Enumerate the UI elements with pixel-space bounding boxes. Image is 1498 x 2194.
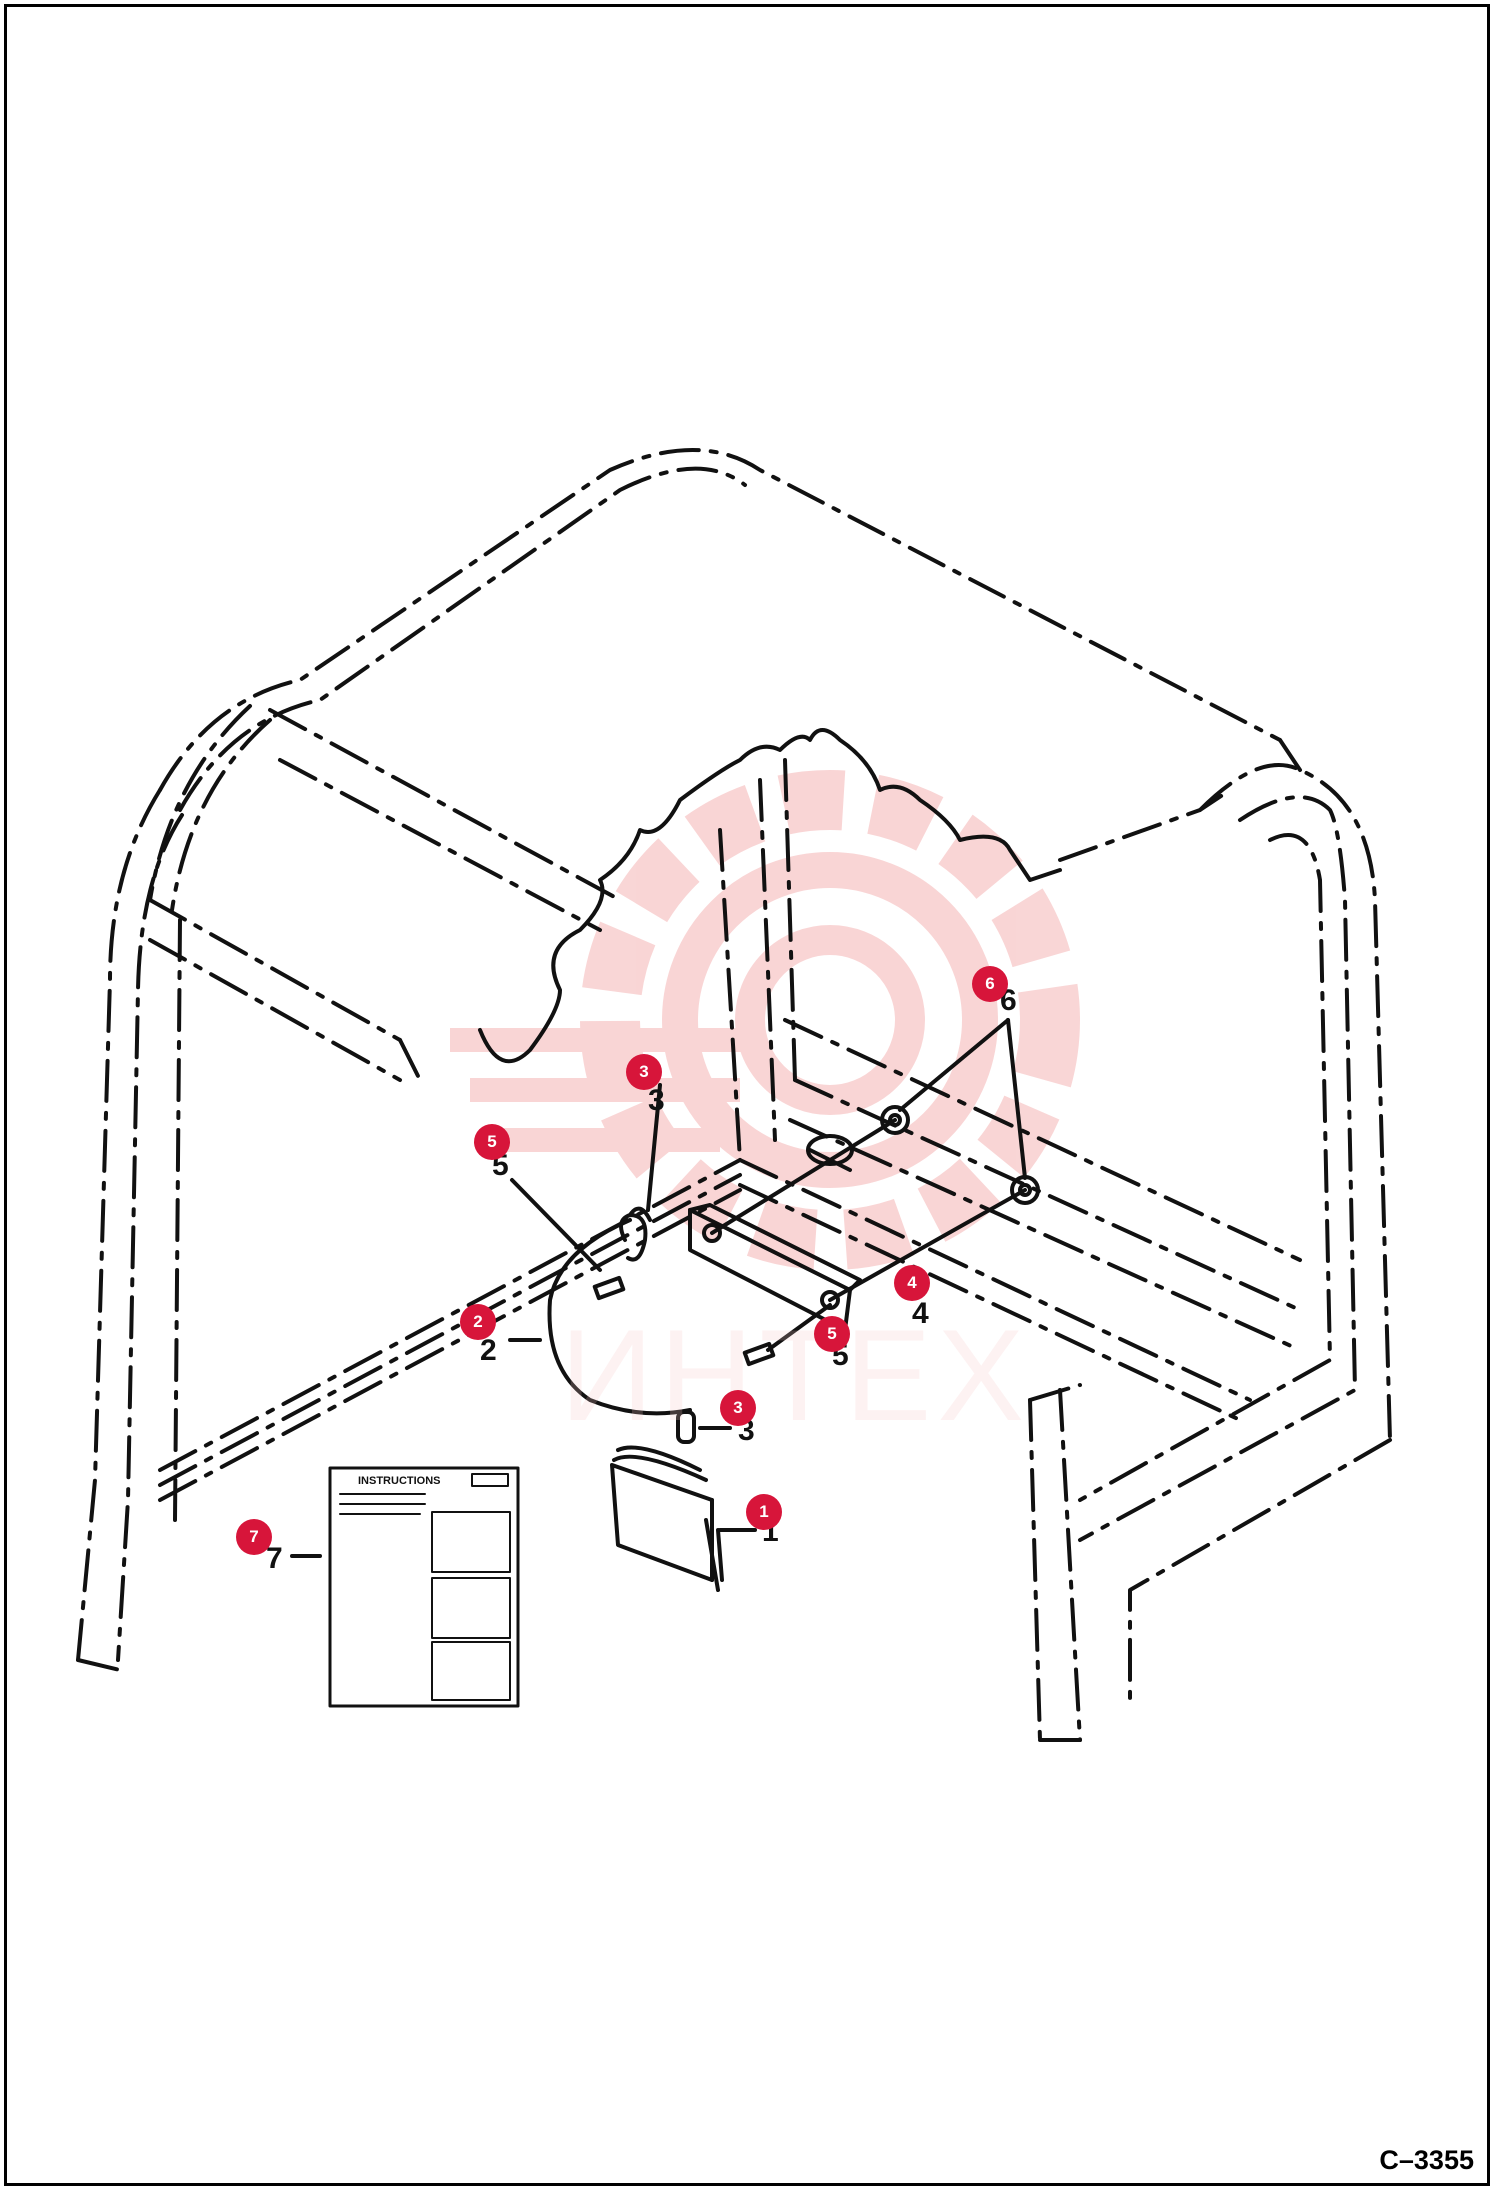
leader-3a — [646, 1083, 662, 1212]
callout-badge-7[interactable]: 7 — [236, 1519, 272, 1555]
drawing-number: C–3355 — [1379, 2145, 1474, 2175]
callout-badge-4[interactable]: 4 — [894, 1265, 930, 1301]
callout-badge-3-lower[interactable]: 3 — [720, 1390, 756, 1426]
instruction-sheet — [328, 1466, 520, 1708]
canopy-right-post — [1078, 763, 1392, 1702]
leader-5b-to-plate — [766, 1303, 832, 1352]
canopy-cutaway-edge — [478, 728, 1062, 1064]
watermark-text: ИНТЕХ — [560, 1302, 1031, 1448]
canopy-left-rail — [148, 708, 622, 1082]
instruction-sheet-heading: INSTRUCTIONS — [358, 1475, 441, 1487]
leader-5a — [510, 1178, 602, 1272]
print-4: 4 — [912, 1297, 929, 1330]
canopy-center-frame — [718, 758, 1302, 1422]
bolt-upper — [592, 1275, 626, 1301]
leader-6a — [898, 1018, 1010, 1112]
print-2: 2 — [480, 1334, 497, 1367]
bolt-line-upper — [710, 1118, 897, 1235]
canopy-right-post-stub — [1028, 1383, 1082, 1742]
callout-badge-6[interactable]: 6 — [972, 966, 1008, 1002]
watermark-gear-icon — [450, 770, 1080, 1270]
callout-badge-5-lower[interactable]: 5 — [814, 1316, 850, 1352]
leader-6b — [1006, 1018, 1027, 1180]
drawing-frame — [4, 4, 1490, 2186]
nut-upper — [880, 1105, 910, 1135]
canopy-left-post — [76, 704, 272, 1672]
operators-manual — [610, 1445, 724, 1592]
callout-badge-1[interactable]: 1 — [746, 1494, 782, 1530]
clip-lower — [676, 1410, 696, 1444]
callout-badge-2[interactable]: 2 — [460, 1304, 496, 1340]
print-3a: 3 — [648, 1084, 665, 1117]
bolt-line-lower — [828, 1188, 1027, 1302]
callout-badge-3-upper[interactable]: 3 — [626, 1054, 662, 1090]
print-7: 7 — [266, 1542, 283, 1575]
lanyard-cable — [547, 1218, 692, 1416]
callout-badge-5-upper[interactable]: 5 — [474, 1124, 510, 1160]
